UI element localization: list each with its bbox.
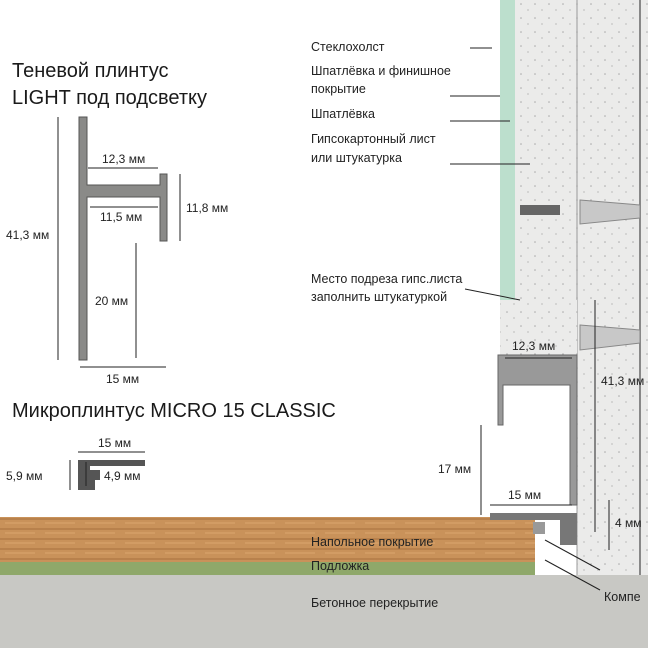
label-drywall-2: или штукатурка	[311, 151, 402, 165]
label-concrete: Бетонное перекрытие	[311, 596, 439, 610]
label-putty: Шпатлёвка	[311, 107, 375, 121]
install-width-top: 12,3 мм	[512, 339, 556, 353]
wall-plaster	[577, 0, 648, 575]
micro-height: 5,9 мм	[6, 469, 43, 483]
label-putty-finish-2: покрытие	[311, 82, 366, 96]
micro-profile-section	[78, 460, 145, 490]
dim-inner-width: 11,5 мм	[100, 210, 143, 224]
dowel-icon	[520, 199, 641, 225]
installed-micro-profile	[490, 513, 577, 545]
compensator-tape	[533, 522, 545, 534]
label-drywall-1: Гипсокартонный лист	[311, 132, 436, 146]
installed-light-profile	[497, 354, 578, 506]
install-micro-width: 15 мм	[508, 488, 542, 502]
label-glass-fiber: Стеклохолст	[311, 40, 385, 54]
install-micro-h: 4 мм	[615, 516, 642, 530]
floor-covering	[0, 517, 535, 562]
dim-base: 15 мм	[106, 372, 140, 386]
dim-channel-height: 11,8 мм	[186, 201, 229, 215]
putty-layer	[500, 0, 515, 360]
dim-height: 41,3 мм	[6, 228, 50, 242]
title-light-2: LIGHT под подсветку	[12, 87, 208, 109]
dim-top-width: 12,3 мм	[102, 152, 146, 166]
label-floor: Напольное покрытие	[311, 535, 434, 549]
underlay	[0, 562, 535, 575]
cut-fill	[500, 300, 577, 360]
micro-inner: 4,9 мм	[104, 469, 141, 483]
install-height: 41,3 мм	[601, 374, 645, 388]
label-compensator: Компе	[604, 590, 641, 604]
label-cut-1: Место подреза гипс.листа	[311, 272, 463, 286]
label-cut-2: заполнить штукатуркой	[311, 290, 448, 304]
title-light-1: Теневой плинтус	[12, 60, 169, 82]
concrete-slab	[0, 575, 648, 648]
dim-lower: 20 мм	[95, 294, 129, 308]
label-putty-finish-1: Шпатлёвка и финишное	[311, 64, 451, 78]
gypsum-layer	[515, 0, 577, 300]
label-underlay: Подложка	[311, 559, 370, 573]
light-profile-section	[78, 116, 168, 361]
micro-width: 15 мм	[98, 436, 132, 450]
install-gap: 17 мм	[438, 462, 472, 476]
title-micro: Микроплинтус MICRO 15 CLASSIC	[12, 400, 336, 422]
